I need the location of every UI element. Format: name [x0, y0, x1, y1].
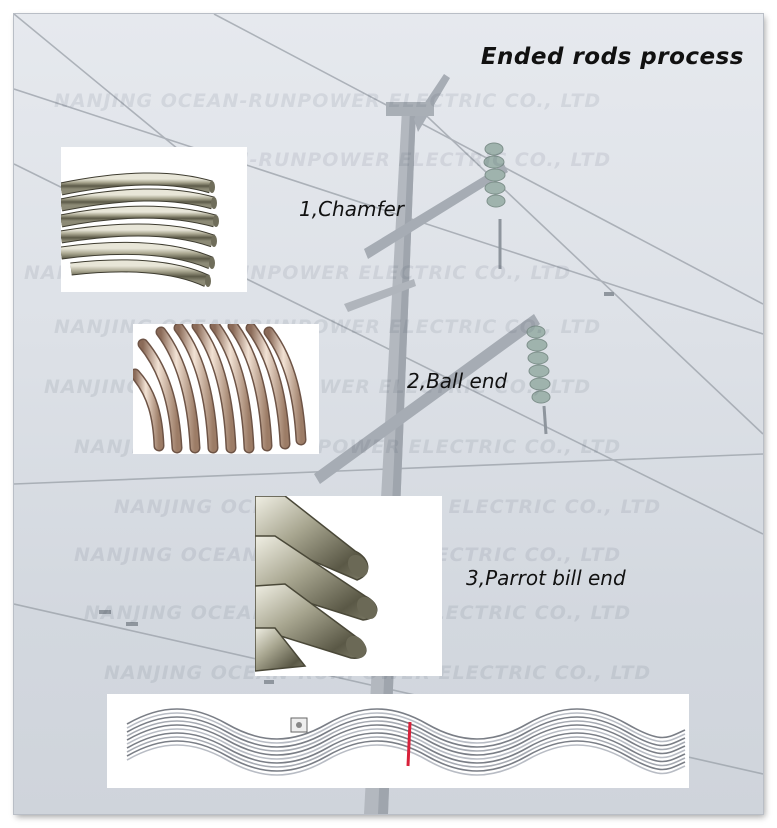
- red-center-marker: [406, 721, 412, 767]
- rod-tag: [290, 717, 308, 733]
- watermark: NANJING OCEAN-RUNPOWER ELECTRIC CO., LTD: [54, 90, 602, 112]
- ball-end-rods-photo: [133, 324, 319, 454]
- banner-frame: NANJING OCEAN-RUNPOWER ELECTRIC CO., LTD…: [14, 14, 763, 814]
- step-label-ball-end: 2,Ball end: [407, 369, 508, 393]
- chamfer-rods-photo: [61, 147, 247, 292]
- parrot-bill-end-rods-photo: [255, 496, 442, 676]
- step-label-chamfer: 1,Chamfer: [299, 197, 405, 221]
- helical-rods-photo: [107, 694, 689, 788]
- step-label-parrot-bill-end: 3,Parrot bill end: [466, 566, 626, 590]
- page-title: Ended rods process: [480, 44, 744, 70]
